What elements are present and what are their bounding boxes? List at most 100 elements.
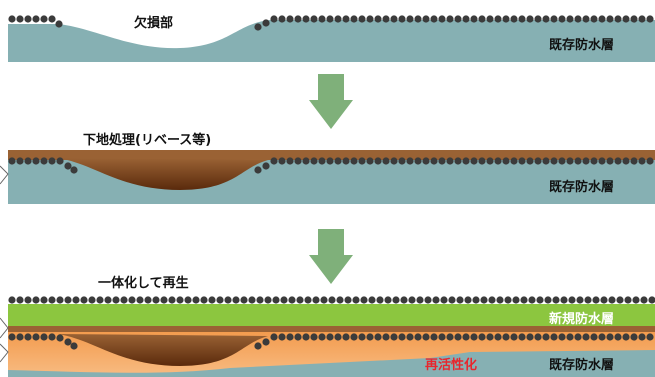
granule [608,296,616,304]
granule [544,296,552,304]
granule [144,296,152,304]
rebase-top-band-3 [8,326,655,332]
granule [614,333,622,341]
granule [350,15,358,23]
granule [600,296,608,304]
granule [438,15,446,23]
granule [374,333,382,341]
granule [638,157,646,165]
edge-marker-3a [0,317,9,339]
granule [582,15,590,23]
granule [398,157,406,165]
granule [622,333,630,341]
edge-marker-3b [0,343,9,363]
granule [598,15,606,23]
granule [632,296,640,304]
granule [294,157,302,165]
granule [526,15,534,23]
granule [310,333,318,341]
granule [326,157,334,165]
granule [286,15,294,23]
granule [334,333,342,341]
granule [478,333,486,341]
granule [414,15,422,23]
granule [310,15,318,23]
granule [510,157,518,165]
granule [318,157,326,165]
granule [400,296,408,304]
granule [502,15,510,23]
granule [526,333,534,341]
granule [296,296,304,304]
granule [128,296,136,304]
arrow-down-icon [309,74,353,129]
granule [366,333,374,341]
granule [486,157,494,165]
granule [446,15,454,23]
granule [496,296,504,304]
granules-3a [8,296,655,304]
granule [502,157,510,165]
granule [392,296,400,304]
granule [406,15,414,23]
granule [494,157,502,165]
granule [432,296,440,304]
granule [512,296,520,304]
granule [414,157,422,165]
granule [374,157,382,165]
granule [398,15,406,23]
granule [310,157,318,165]
granule [24,296,32,304]
granule [550,333,558,341]
rebase-label: 下地処理(リベース等) [83,133,212,148]
granule [414,333,422,341]
granule [248,296,256,304]
granule [630,15,638,23]
granule [574,333,582,341]
granule [384,296,392,304]
granule [88,296,96,304]
granule [278,157,286,165]
granule [422,157,430,165]
granule [534,333,542,341]
panel-integrated [0,296,655,377]
granule [240,296,248,304]
granule [454,157,462,165]
granule [302,15,310,23]
granules-1b [270,15,654,23]
granule [64,296,72,304]
granule [510,333,518,341]
granule [614,15,622,23]
granule [272,296,280,304]
granules-1 [8,15,270,31]
granule [406,333,414,341]
granule [326,15,334,23]
granule [470,333,478,341]
granule [454,333,462,341]
granule [542,333,550,341]
granule [464,296,472,304]
granule [256,296,264,304]
granule [160,296,168,304]
granule [302,333,310,341]
granule [200,296,208,304]
granule [382,157,390,165]
granule [318,15,326,23]
granule [184,296,192,304]
granule [646,157,654,165]
granule [568,296,576,304]
granule [334,157,342,165]
granule [8,296,16,304]
granule [494,15,502,23]
granule [534,15,542,23]
granule [302,157,310,165]
granule [80,296,88,304]
granule [270,15,278,23]
arrow-down-icon [309,229,353,284]
granule [390,157,398,165]
granule [342,333,350,341]
granules-3c [270,333,654,341]
granule [646,333,654,341]
granule [528,296,536,304]
granule [440,296,448,304]
